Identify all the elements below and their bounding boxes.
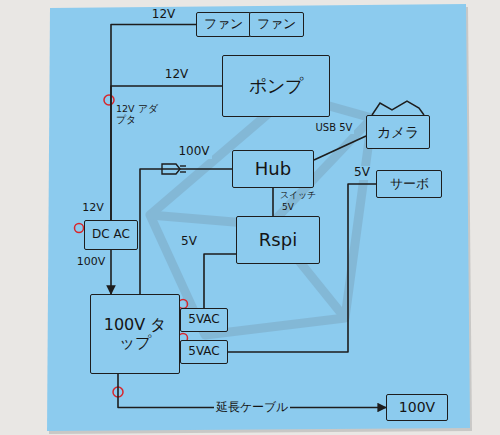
box-label: 5VAC [188, 313, 219, 327]
wire-label: 12V [150, 8, 177, 22]
switch-note: スイッチ [280, 190, 316, 200]
wire-label: 5V [352, 166, 372, 180]
wire [140, 169, 232, 294]
wire-label: 延長ケーブル [214, 401, 290, 415]
ac-adapter-box: 5VAC [180, 308, 228, 332]
adapter-box: DC AC [84, 220, 138, 250]
wire [110, 250, 112, 294]
raspi-box: Rspi [236, 216, 320, 264]
wire [204, 254, 236, 308]
hub-box: Hub [232, 150, 314, 188]
box-label: 100V [399, 399, 435, 415]
camera-box: カメラ [366, 115, 430, 149]
ac-adapter-box: 5VAC [180, 340, 228, 364]
wire-label: 12V [163, 68, 190, 82]
box-label: サーボ [390, 177, 429, 192]
voltage-note: 12V [82, 202, 104, 215]
box-label: カメラ [377, 124, 419, 140]
wire [228, 184, 376, 352]
power-strip-box: 100V タップ [90, 294, 180, 374]
adapter-note: 12V アダプタ [116, 104, 162, 126]
wire-label: 5V [179, 235, 199, 249]
fan-box: ファン [249, 12, 304, 37]
wire [111, 86, 222, 220]
wire [314, 136, 366, 160]
fan-box: ファン [196, 12, 251, 37]
wire [111, 25, 196, 221]
box-label: ファン [257, 17, 296, 32]
box-label: Hub [255, 159, 291, 180]
box-label: DC AC [92, 228, 130, 242]
wire-label: 100V [176, 145, 211, 159]
pump-box: ポンプ [222, 55, 330, 117]
outlet-box: 100V [386, 394, 448, 421]
servo-box: サーボ [376, 170, 442, 198]
sticky-note [47, 4, 470, 431]
box-label: Rspi [259, 230, 297, 251]
voltage-note: 100V [77, 256, 106, 269]
camera-mount-sketch [372, 101, 424, 115]
voltage-note: 5V [282, 202, 294, 212]
box-label: 5VAC [188, 345, 219, 359]
watermark-logo [150, 95, 372, 335]
check-circles [75, 95, 188, 397]
box-label: ポンプ [249, 76, 303, 97]
box-label: 100V タップ [103, 316, 167, 353]
wire-label: USB 5V [314, 122, 355, 134]
wire [272, 188, 274, 216]
box-label: ファン [204, 17, 243, 32]
